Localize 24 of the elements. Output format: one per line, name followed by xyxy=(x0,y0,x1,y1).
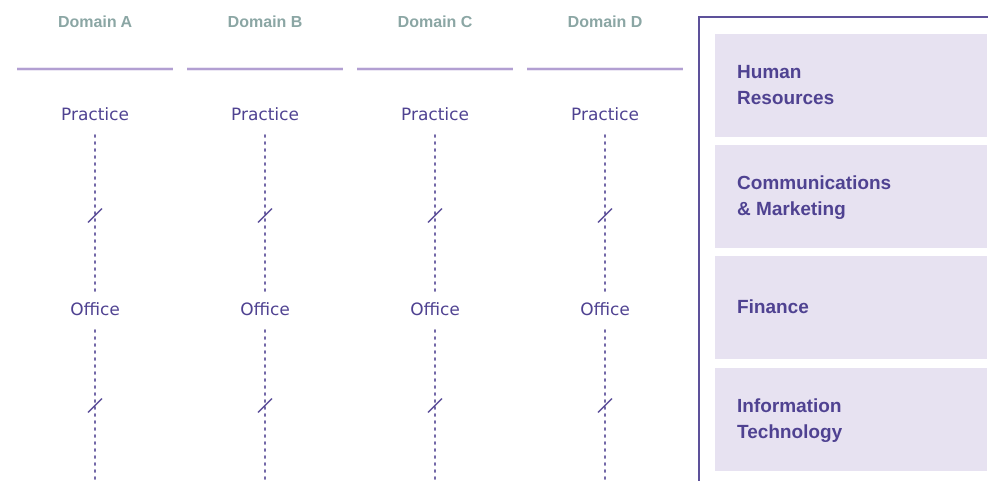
domain-heading: Domain A xyxy=(56,14,134,32)
domain-heading: Domain C xyxy=(396,14,474,32)
function-card xyxy=(715,256,987,359)
function-card xyxy=(715,34,987,137)
domain-heading: Domain D xyxy=(566,14,644,32)
level-label: Practice xyxy=(50,105,140,129)
function-name: Finance xyxy=(737,296,809,320)
dotted-connector xyxy=(604,329,606,481)
level-label: Practice xyxy=(560,105,650,129)
level-label: Practice xyxy=(220,105,310,129)
dotted-connector xyxy=(94,329,96,481)
dotted-connector xyxy=(434,329,436,481)
level-label: Office xyxy=(220,300,310,324)
function-name: Human Resources xyxy=(737,60,836,110)
level-label: Office xyxy=(560,300,650,324)
level-label: Office xyxy=(50,300,140,324)
functions-panel xyxy=(698,16,988,481)
domain-heading: Domain B xyxy=(226,14,304,32)
level-label: Practice xyxy=(390,105,480,129)
function-card xyxy=(715,368,987,471)
level-label: Office xyxy=(390,300,480,324)
function-name: Information Technology xyxy=(737,394,844,444)
function-card xyxy=(715,145,987,248)
dotted-connector xyxy=(264,329,266,481)
